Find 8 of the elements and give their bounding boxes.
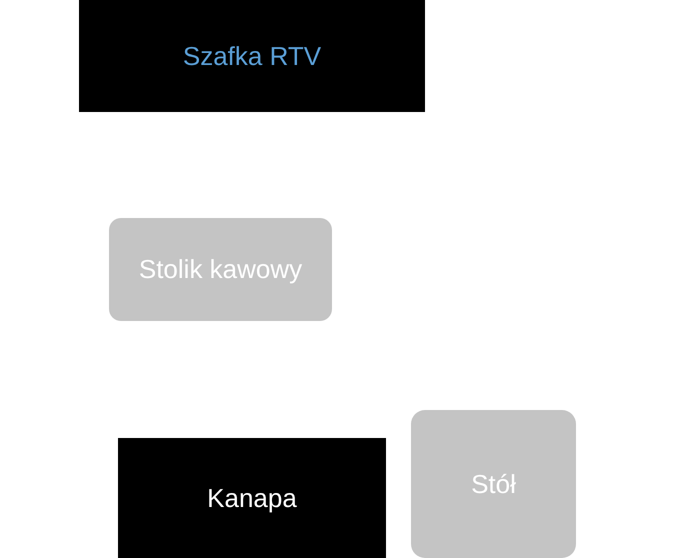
cabinet-block xyxy=(79,0,425,112)
sofa-label: Kanapa xyxy=(207,482,297,514)
sofa-block xyxy=(118,438,386,558)
table-block xyxy=(411,410,576,558)
cabinet-label: Szafka RTV xyxy=(182,40,322,72)
table-label: Stolik kawowy xyxy=(138,254,302,285)
table-block xyxy=(109,218,332,321)
table-label: Stół xyxy=(471,468,516,500)
